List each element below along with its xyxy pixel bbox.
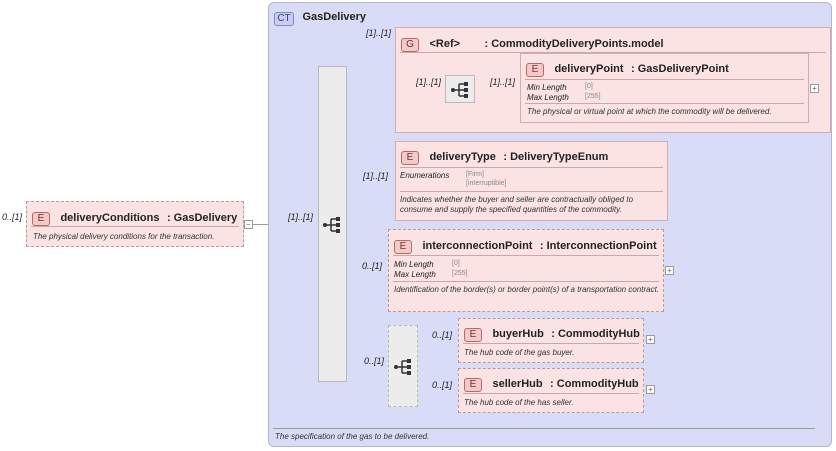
element-header: E interconnectionPoint : Interconnection… xyxy=(394,236,657,254)
element-divider xyxy=(393,255,659,256)
element-divider xyxy=(463,393,639,394)
group-header: G <Ref> : CommodityDeliveryPoints.model xyxy=(401,34,664,52)
element-divider xyxy=(525,79,804,80)
element-sellerhub[interactable]: E sellerHub : CommodityHub The hub code … xyxy=(458,368,644,413)
element-header: E sellerHub : CommodityHub xyxy=(464,374,639,392)
element-type: : CommodityHub xyxy=(551,328,640,340)
element-documentation: Identification of the border(s) or borde… xyxy=(394,285,660,294)
element-divider xyxy=(525,103,804,104)
element-header: E buyerHub : CommodityHub xyxy=(464,324,640,342)
facet-label: Max Length xyxy=(394,270,436,279)
collapse-toggle[interactable]: − xyxy=(244,220,253,229)
element-deliveryconditions[interactable]: E deliveryConditions : GasDelivery The p… xyxy=(26,201,244,247)
group-ref: <Ref> xyxy=(429,38,461,50)
element-header: E deliveryPoint : GasDeliveryPoint xyxy=(526,59,729,77)
facet-label: Min Length xyxy=(394,260,434,269)
complex-type-documentation: The specification of the gas to be deliv… xyxy=(275,432,430,441)
facet-label: Min Length xyxy=(527,83,567,92)
deliverypoint-cardinality: [1]..[1] xyxy=(490,77,516,87)
element-documentation: The physical delivery conditions for the… xyxy=(33,232,215,241)
main-sequence-cardinality: [1]..[1] xyxy=(288,212,314,222)
enumeration-value: [Firm] xyxy=(466,171,484,178)
expand-toggle[interactable]: + xyxy=(810,84,819,93)
element-badge: E xyxy=(464,328,482,342)
element-type: : GasDelivery xyxy=(166,212,238,224)
root-cardinality: 0..[1] xyxy=(2,212,23,222)
element-documentation: The hub code of the has seller. xyxy=(464,398,574,407)
sequence-icon xyxy=(323,217,340,233)
expand-toggle[interactable]: + xyxy=(665,266,674,275)
element-name: sellerHub xyxy=(492,378,543,390)
facet-value: [255] xyxy=(585,93,601,100)
sequence-icon xyxy=(451,82,468,98)
group-cardinality: [1]..[1] xyxy=(366,28,392,38)
facet-value: [0] xyxy=(452,260,460,267)
element-divider xyxy=(400,191,663,192)
hub-sequence-compositor[interactable] xyxy=(388,325,418,407)
element-divider xyxy=(400,167,663,168)
element-interconnectionpoint[interactable]: E interconnectionPoint : Interconnection… xyxy=(388,229,664,312)
element-type: : CommodityHub xyxy=(550,378,639,390)
element-documentation: Indicates whether the buyer and seller a… xyxy=(400,195,634,214)
hub-sequence-cardinality: 0..[1] xyxy=(364,356,385,366)
element-name: interconnectionPoint xyxy=(422,240,533,252)
element-buyerhub[interactable]: E buyerHub : CommodityHub The hub code o… xyxy=(458,318,644,363)
element-type: : InterconnectionPoint xyxy=(539,240,657,252)
element-deliverypoint[interactable]: E deliveryPoint : GasDeliveryPoint Min L… xyxy=(520,53,809,123)
element-divider xyxy=(31,226,239,227)
element-divider xyxy=(463,343,639,344)
complex-type-name: GasDelivery xyxy=(302,11,367,23)
element-header: E deliveryType : DeliveryTypeEnum xyxy=(401,147,608,165)
group-badge: G xyxy=(401,38,419,52)
group-sequence-cardinality: [1]..[1] xyxy=(416,77,442,87)
complex-type-header: CT GasDelivery xyxy=(274,8,366,26)
element-name: deliveryType xyxy=(429,151,496,163)
expand-toggle[interactable]: + xyxy=(646,335,655,344)
element-badge: E xyxy=(32,212,50,226)
facet-value: [0] xyxy=(585,83,593,90)
sequence-icon xyxy=(394,359,411,375)
element-header: E deliveryConditions : GasDelivery xyxy=(32,208,237,226)
element-name: deliveryConditions xyxy=(60,212,160,224)
expand-toggle[interactable]: + xyxy=(646,385,655,394)
element-badge: E xyxy=(401,151,419,165)
element-name: deliveryPoint xyxy=(554,63,624,75)
element-badge: E xyxy=(394,240,412,254)
element-deliverytype[interactable]: E deliveryType : DeliveryTypeEnum Enumer… xyxy=(395,141,668,221)
facet-label: Max Length xyxy=(527,93,569,102)
element-badge: E xyxy=(464,378,482,392)
facet-label: Enumerations xyxy=(400,171,450,180)
element-documentation: The physical or virtual point at which t… xyxy=(527,107,772,116)
interconnectionpoint-cardinality: 0..[1] xyxy=(362,261,383,271)
element-type: : DeliveryTypeEnum xyxy=(503,151,609,163)
group-name: : CommodityDeliveryPoints.model xyxy=(484,38,664,50)
element-badge: E xyxy=(526,63,544,77)
facet-value: [255] xyxy=(452,270,468,277)
group-sequence-compositor[interactable] xyxy=(445,75,475,103)
sellerhub-cardinality: 0..[1] xyxy=(432,380,453,390)
element-divider xyxy=(393,281,659,282)
group-divider xyxy=(400,52,826,53)
buyerhub-cardinality: 0..[1] xyxy=(432,330,453,340)
enumeration-value: [interruptible] xyxy=(466,180,507,187)
complex-type-badge: CT xyxy=(274,12,294,26)
element-documentation: The hub code of the gas buyer. xyxy=(464,348,575,357)
element-name: buyerHub xyxy=(492,328,544,340)
deliverytype-cardinality: [1]..[1] xyxy=(363,171,389,181)
main-sequence-compositor[interactable] xyxy=(318,66,347,382)
complex-type-divider xyxy=(273,428,815,429)
element-type: : GasDeliveryPoint xyxy=(630,63,729,75)
